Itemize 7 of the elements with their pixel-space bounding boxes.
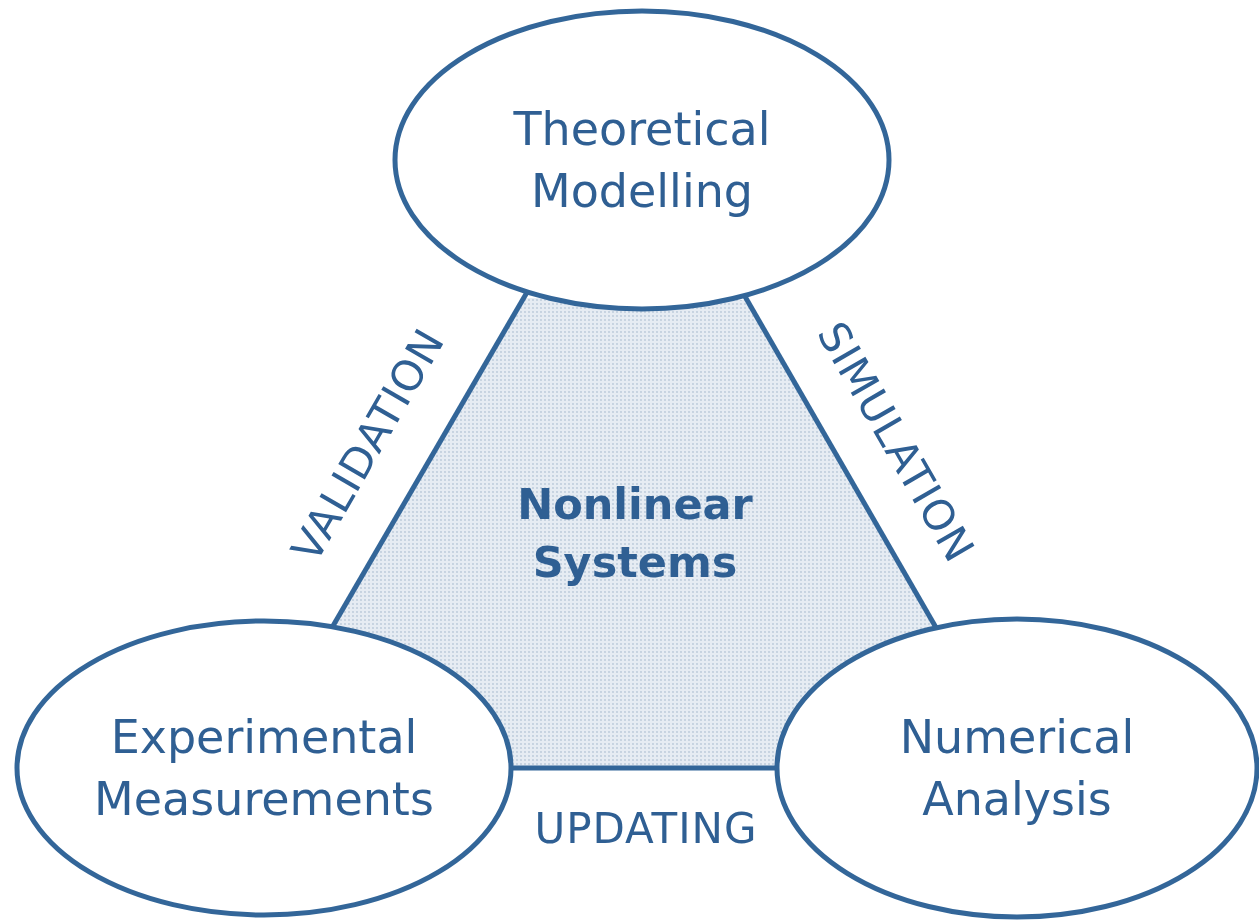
- edge-label: UPDATING: [534, 803, 758, 853]
- node-label: Numerical Analysis: [898, 708, 1136, 828]
- node-label: Theoretical Modelling: [512, 100, 772, 220]
- connector-line: [511, 765, 777, 771]
- node-label: Nonlinear Systems: [516, 477, 754, 589]
- node-label: Experimental Measurements: [93, 708, 435, 828]
- connector-line: [742, 294, 939, 629]
